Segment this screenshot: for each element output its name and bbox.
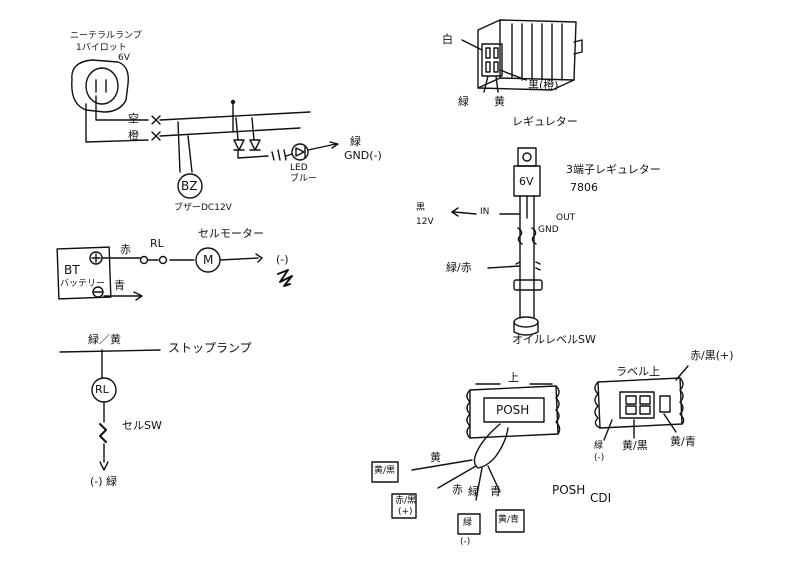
oil-switch-label: オイルレベルSW xyxy=(512,333,596,346)
oil-level-switch xyxy=(513,316,539,328)
box-red-black-label-2: (+) xyxy=(398,507,413,517)
regulator-white-label: 白 xyxy=(442,33,453,46)
cdi-yellow-black-label: 黄/黒 xyxy=(622,439,648,452)
three-terminal-input-1: 黒 xyxy=(416,203,426,213)
cdi-unit xyxy=(594,377,685,429)
led-symbol xyxy=(291,143,309,161)
cdi-red-black-label: 赤/黒(+) xyxy=(690,349,734,362)
box-green-label-1: 緑 xyxy=(463,518,473,528)
pilot-lamp-voltage: 6V xyxy=(118,53,130,63)
led-label-1: LED xyxy=(290,163,308,173)
buzzer-symbol-label: BZ xyxy=(181,179,198,193)
led-label-2: ブルー xyxy=(290,174,318,184)
blue-wire xyxy=(103,291,143,301)
output-green-label: 緑 xyxy=(350,135,361,148)
wire-red-label: 赤 xyxy=(120,243,131,256)
in-pin-label: IN xyxy=(480,207,490,217)
three-terminal-input-2: 12V xyxy=(416,217,434,227)
pilot-wire-top xyxy=(95,95,311,125)
posh-caption: POSH xyxy=(552,483,586,497)
in-wire xyxy=(451,207,521,217)
battery-label-1: BT xyxy=(64,263,80,277)
cdi-label-top: ラベル上 xyxy=(616,365,660,378)
pilot-lamp-label-1: ニーテラルランプ xyxy=(70,31,142,41)
stop-lamp-bus xyxy=(59,349,161,353)
posh-top-label: 上 xyxy=(508,371,519,384)
three-terminal-title: 3端子レギュレター xyxy=(566,163,661,176)
stop-switch-label: セルSW xyxy=(122,419,162,432)
regulator-black-label: 黒(橙) xyxy=(528,79,559,92)
box-red-black xyxy=(391,493,417,519)
gnd-label: GND(-) xyxy=(344,149,382,162)
buzzer-symbol xyxy=(177,173,203,199)
posh-red-label: 赤 xyxy=(452,483,463,496)
three-terminal-chip-label: 6V xyxy=(519,175,534,188)
diode-branch xyxy=(233,117,287,161)
pilot-lamp-socket xyxy=(71,59,129,113)
stop-wire-label: 緑／黄 xyxy=(88,333,121,346)
starter-ground-label: (-) xyxy=(276,253,289,266)
pilot-wire-bottom xyxy=(85,103,301,143)
box-yellow-black xyxy=(371,461,399,483)
stop-ground-label: (-) 緑 xyxy=(90,475,118,488)
posh-blue-label: 青 xyxy=(490,485,501,498)
harness-bundle xyxy=(473,423,509,469)
cdi-green-label-1: 緑 xyxy=(594,441,604,451)
battery-box xyxy=(56,246,112,300)
cdi-caption: CDI xyxy=(590,491,612,505)
out-pin-label: OUT xyxy=(556,213,576,223)
gnd-pin-label: GND xyxy=(538,225,559,235)
box-yellow-blue xyxy=(495,509,525,533)
box-yellow-blue-label: 黄/青 xyxy=(498,515,520,525)
relay-label: RL xyxy=(150,237,164,250)
cdi-green-label-2: (-) xyxy=(594,453,605,463)
regulator-green-label: 緑 xyxy=(458,95,469,108)
stop-switch-symbol xyxy=(99,423,107,443)
buzzer-lines xyxy=(177,121,193,173)
pilot-lamp-label-2: 1パイロット xyxy=(76,43,127,53)
motor-symbol-label: M xyxy=(203,253,214,267)
box-green-label-2: (-) xyxy=(460,537,471,547)
starter-motor-label: セルモーター xyxy=(198,227,264,240)
stop-relay-label: RL xyxy=(95,383,109,396)
posh-connector xyxy=(466,383,561,439)
posh-yellow-label: 黄 xyxy=(430,451,441,464)
green-red-wire xyxy=(487,265,521,269)
three-terminal-regulator xyxy=(513,147,541,219)
box-green xyxy=(457,513,481,535)
regulator-yellow-label: 黄 xyxy=(494,95,505,108)
cdi-yellow-blue-label: 黄/青 xyxy=(670,435,696,448)
blue-wire-label: 青 xyxy=(114,279,125,292)
regulator-title: レギュレター xyxy=(512,115,578,128)
green-red-label: 緑/赤 xyxy=(446,261,472,274)
stop-lamp-title: ストップランプ xyxy=(168,341,252,355)
wire-air-label: 空 xyxy=(128,112,139,125)
posh-unit-label: POSH xyxy=(496,403,530,417)
posh-green-label: 緑 xyxy=(468,485,479,498)
starter-wire xyxy=(101,257,195,261)
regulator-stack xyxy=(519,217,535,291)
ground-scribble xyxy=(277,269,293,287)
three-terminal-part: 7806 xyxy=(570,181,598,194)
box-yellow-black-label: 黄/黒 xyxy=(374,466,396,476)
buzzer-label: ブザーDC12V xyxy=(174,203,232,213)
battery-label-2: バッテリー xyxy=(60,279,106,289)
wire-orange-label: 橙 xyxy=(128,129,139,142)
box-red-black-label-1: 赤/黒 xyxy=(395,496,417,506)
